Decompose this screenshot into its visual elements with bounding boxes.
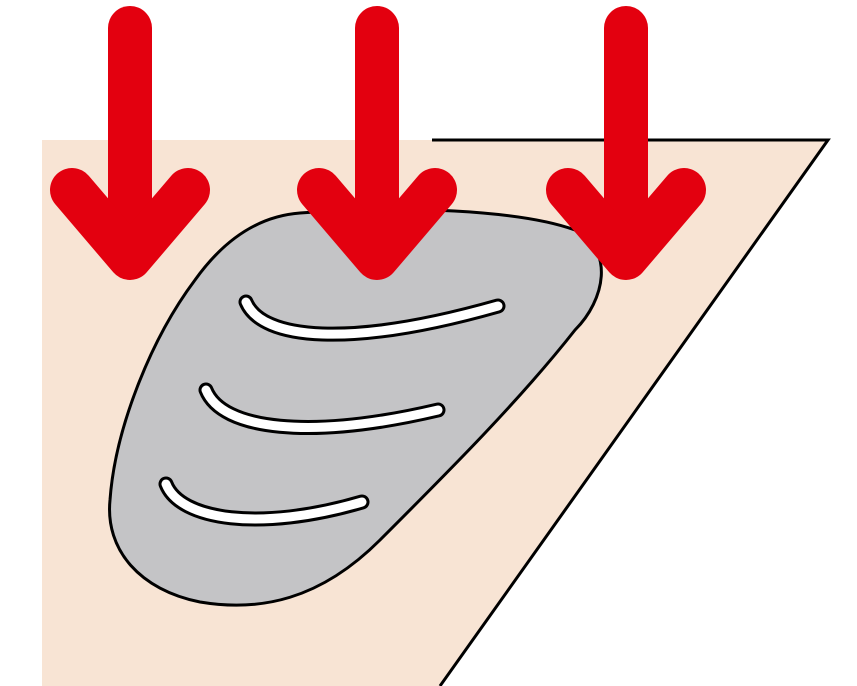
pressure-diagram	[0, 0, 857, 686]
